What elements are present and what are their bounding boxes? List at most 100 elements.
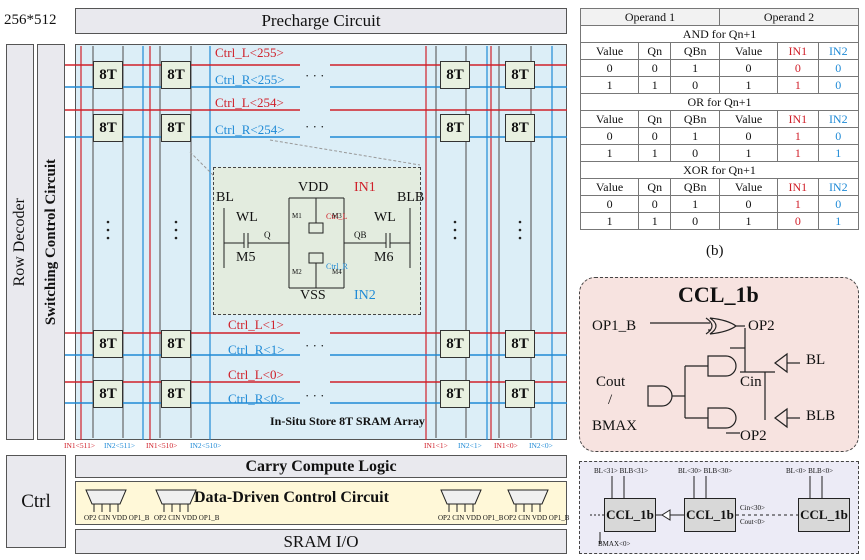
- schematic-q-label: Q: [264, 230, 271, 240]
- table-header: QBn: [670, 42, 720, 60]
- precharge-circuit: Precharge Circuit: [75, 8, 567, 34]
- schematic-qb-label: QB: [354, 230, 367, 240]
- schematic-ctrl-l-label: Ctrl_L: [326, 212, 348, 221]
- sram-8t-cell: 8T: [93, 114, 123, 142]
- schematic-ctrl-r-label: Ctrl_R: [326, 262, 348, 271]
- table-operand1-header: Operand 1: [580, 8, 720, 26]
- schematic-m2-label: M2: [292, 268, 302, 276]
- ctrl-line-label: Ctrl_L<254>: [215, 95, 284, 110]
- table-cell: 1: [777, 144, 819, 162]
- table-cell: 0: [718, 127, 779, 145]
- table-cell: 1: [579, 144, 640, 162]
- table-cell: 1: [670, 59, 720, 77]
- table-section-title: AND for Qn+1: [580, 25, 859, 43]
- ccl-chain-panel: BL<31> BLB<31> BL<30> BLB<30> BL<0> BLB<…: [579, 461, 859, 554]
- schematic-in1-label: IN1: [354, 180, 376, 195]
- table-cell: 0: [817, 195, 860, 213]
- sram-8t-cell: 8T: [440, 380, 470, 408]
- in-line-label: IN2<511>: [104, 441, 136, 450]
- array-size-label: 256*512: [4, 12, 57, 28]
- chain-top-label: BL<31> BLB<31>: [594, 467, 649, 475]
- table-header: Qn: [638, 110, 672, 128]
- table-header: Value: [718, 178, 779, 196]
- table-cell: 1: [718, 76, 779, 94]
- ccl-op1b-label: OP1_B: [592, 318, 637, 334]
- ellipsis: · · ·: [305, 68, 325, 83]
- table-header: IN1: [777, 110, 819, 128]
- ccl-cout-label: Cout: [596, 374, 626, 390]
- data-driven-label: Data-Driven Control Circuit: [194, 489, 389, 506]
- ccl-op2-top-label: OP2: [748, 318, 775, 334]
- ctrl-line-label: Ctrl_L<1>: [228, 317, 284, 332]
- ellipsis: · · ·: [305, 119, 325, 134]
- table-header: IN2: [817, 110, 860, 128]
- ccl-blb-label: BLB: [806, 408, 836, 424]
- ccl-bl-label: BL: [806, 352, 826, 368]
- schematic-m4-label: M4: [332, 268, 342, 276]
- chain-top-label: BL<0> BLB<0>: [786, 467, 834, 475]
- ccl-1b-title: CCL_1b: [678, 282, 759, 307]
- sram-8t-cell: 8T: [93, 380, 123, 408]
- in-line-label: IN1<1>: [424, 441, 448, 450]
- sram-8t-cell: 8T: [440, 61, 470, 89]
- table-header: IN2: [817, 42, 860, 60]
- schematic-in2-label: IN2: [354, 288, 376, 303]
- table-cell: 0: [718, 59, 779, 77]
- table-cell: 1: [777, 127, 819, 145]
- table-cell: 0: [638, 59, 672, 77]
- table-cell: 0: [777, 59, 819, 77]
- data-driven-control-circuit: Data-Driven Control Circuit OP2 CIN VDD …: [75, 481, 569, 525]
- table-cell: 1: [777, 76, 819, 94]
- data-driven-blocks: [85, 489, 549, 512]
- table-cell: 1: [777, 195, 819, 213]
- table-cell: 0: [579, 59, 640, 77]
- ccl-1b-gates: [647, 317, 800, 434]
- schematic-m5-label: M5: [236, 250, 256, 265]
- operation-truth-table: Operand 1 Operand 2 AND for Qn+1 Value Q…: [579, 8, 860, 230]
- table-cell: 1: [817, 144, 860, 162]
- in-line-label: IN1<510>: [146, 441, 178, 450]
- table-header: QBn: [670, 178, 720, 196]
- sram-8t-cell: 8T: [93, 330, 123, 358]
- sram-io: SRAM I/O: [75, 529, 567, 554]
- table-section-title: XOR for Qn+1: [580, 161, 859, 179]
- sram-8t-cell: 8T: [505, 380, 535, 408]
- table-cell: 1: [638, 144, 672, 162]
- schematic-m6-label: M6: [374, 250, 394, 265]
- ellipsis: · · ·: [305, 388, 325, 403]
- chain-bmax-label: BMAX<0>: [598, 540, 631, 548]
- table-cell: 1: [579, 76, 640, 94]
- table-header: IN2: [817, 178, 860, 196]
- sram-8t-cell: 8T: [505, 61, 535, 89]
- ctrl-line-label: Ctrl_R<254>: [215, 122, 285, 137]
- table-header: QBn: [670, 110, 720, 128]
- in-line-label: IN2<0>: [529, 441, 553, 450]
- table-cell: 0: [638, 195, 672, 213]
- schematic-vdd-label: VDD: [298, 180, 329, 195]
- ctrl-line-label: Ctrl_L<255>: [215, 45, 284, 60]
- ccl-1b-panel: CCL_1b OP1_B OP2 BL Cin Cout / BMAX: [579, 277, 859, 452]
- table-cell: 1: [670, 127, 720, 145]
- table-cell: 0: [638, 127, 672, 145]
- table-cell: 1: [718, 212, 779, 230]
- array-label: In-Situ Store 8T SRAM Array: [270, 414, 425, 428]
- schematic-m3-label: M3: [332, 212, 342, 220]
- table-cell: 0: [579, 127, 640, 145]
- table-cell: 0: [670, 144, 720, 162]
- table-header: Qn: [638, 42, 672, 60]
- table-cell: 1: [718, 144, 779, 162]
- chain-cout-label: Cout<0>: [740, 518, 766, 526]
- ccl-1b-block: CCL_1b: [798, 498, 850, 532]
- table-cell: 0: [579, 195, 640, 213]
- in-line-label: IN1<511>: [64, 441, 96, 450]
- table-header: Value: [579, 178, 640, 196]
- table-section-title: OR for Qn+1: [580, 93, 859, 111]
- table-cell: 0: [718, 195, 779, 213]
- 8t-cell-schematic: BL BLB VDD VSS IN1 IN2 WL WL M5 M6 Q QB …: [213, 167, 425, 315]
- schematic-blb-label: BLB: [397, 190, 425, 205]
- schematic-wl-left: WL: [236, 210, 258, 225]
- sram-8t-cell: 8T: [505, 330, 535, 358]
- schematic-bl-label: BL: [216, 190, 234, 205]
- table-caption: (b): [706, 243, 724, 259]
- ctrl-line-label: Ctrl_L<0>: [228, 367, 284, 382]
